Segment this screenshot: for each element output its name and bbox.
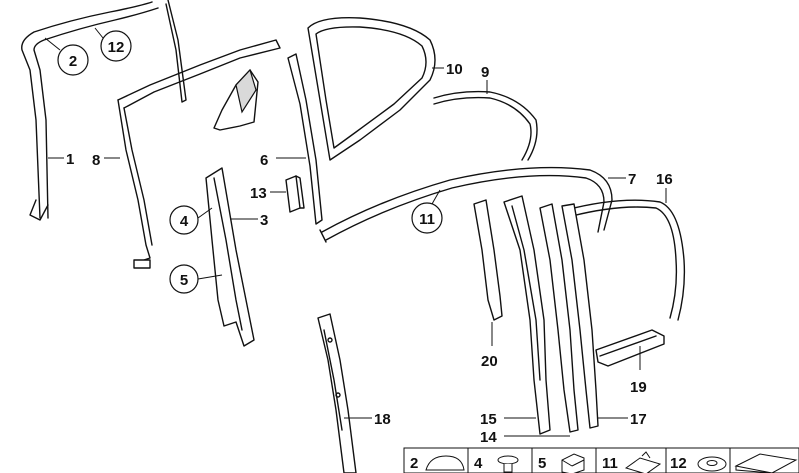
legend-item-4: 4	[474, 455, 519, 473]
callout-9: 9	[481, 64, 489, 94]
svg-text:4: 4	[474, 455, 483, 472]
svg-text:3: 3	[260, 212, 268, 229]
legend-item-11: 11	[602, 451, 662, 473]
part-rear-channels	[503, 195, 599, 435]
part-door-frame-seal	[21, 0, 187, 221]
svg-text:15: 15	[480, 411, 497, 428]
svg-text:2: 2	[69, 53, 77, 70]
svg-text:18: 18	[374, 411, 391, 428]
svg-text:6: 6	[260, 152, 268, 169]
part-small-pillar	[473, 199, 503, 321]
legend-item-5: 5	[538, 453, 585, 473]
svg-text:12: 12	[670, 455, 687, 472]
part-upper-rail-seal	[433, 90, 538, 161]
part-long-rail-seal	[319, 166, 613, 243]
callout-20: 20	[481, 322, 498, 370]
svg-text:13: 13	[250, 185, 267, 202]
svg-text:11: 11	[419, 211, 435, 228]
svg-text:12: 12	[108, 39, 125, 56]
callout-11: 11	[411, 189, 443, 234]
legend-item-2: 2	[410, 455, 465, 472]
svg-text:19: 19	[630, 379, 647, 396]
callout-10: 10	[432, 61, 463, 78]
callout-13: 13	[250, 185, 286, 202]
svg-text:5: 5	[180, 272, 188, 289]
part-pillar-trim	[205, 167, 255, 347]
callout-8: 8	[92, 152, 120, 169]
svg-text:10: 10	[446, 61, 463, 78]
part-quarter-window-seal	[307, 17, 436, 161]
svg-text:14: 14	[480, 429, 497, 446]
callout-6: 6	[260, 152, 306, 169]
svg-text:17: 17	[630, 411, 647, 428]
round-clip-icon	[425, 455, 465, 471]
round-pad-icon	[697, 456, 727, 472]
callout-1: 1	[48, 151, 74, 168]
svg-text:11: 11	[602, 455, 618, 472]
svg-text:2: 2	[410, 455, 418, 472]
svg-text:16: 16	[656, 171, 673, 188]
pad-block-icon	[734, 453, 798, 473]
callout-7: 7	[608, 171, 636, 188]
svg-text:5: 5	[538, 455, 546, 472]
callout-14: 14	[480, 429, 570, 446]
spring-clip-icon	[624, 451, 662, 473]
callout-12: 12	[94, 27, 132, 62]
legend-item-12: 12	[670, 455, 727, 472]
part-lower-trim	[595, 329, 665, 367]
part-pad	[285, 175, 305, 213]
callout-16: 16	[656, 171, 673, 203]
svg-text:1: 1	[66, 151, 74, 168]
push-pin-clip-icon	[497, 455, 519, 473]
callout-5: 5	[169, 264, 223, 294]
svg-text:20: 20	[481, 353, 498, 370]
part-pillar-strip	[287, 53, 323, 225]
part-window-channel	[117, 39, 281, 269]
callout-18: 18	[344, 411, 391, 428]
callout-17: 17	[598, 411, 647, 428]
svg-text:4: 4	[180, 213, 189, 230]
svg-text:8: 8	[92, 152, 100, 169]
callout-15: 15	[480, 411, 536, 428]
svg-text:7: 7	[628, 171, 636, 188]
legend-strip	[403, 447, 799, 473]
callout-4: 4	[169, 205, 213, 235]
callout-19: 19	[630, 346, 647, 396]
bracket-clip-icon	[561, 453, 585, 473]
svg-text:9: 9	[481, 64, 489, 81]
callout-3: 3	[230, 212, 268, 229]
callout-2: 2	[44, 37, 89, 76]
part-lower-bracket	[317, 313, 357, 473]
